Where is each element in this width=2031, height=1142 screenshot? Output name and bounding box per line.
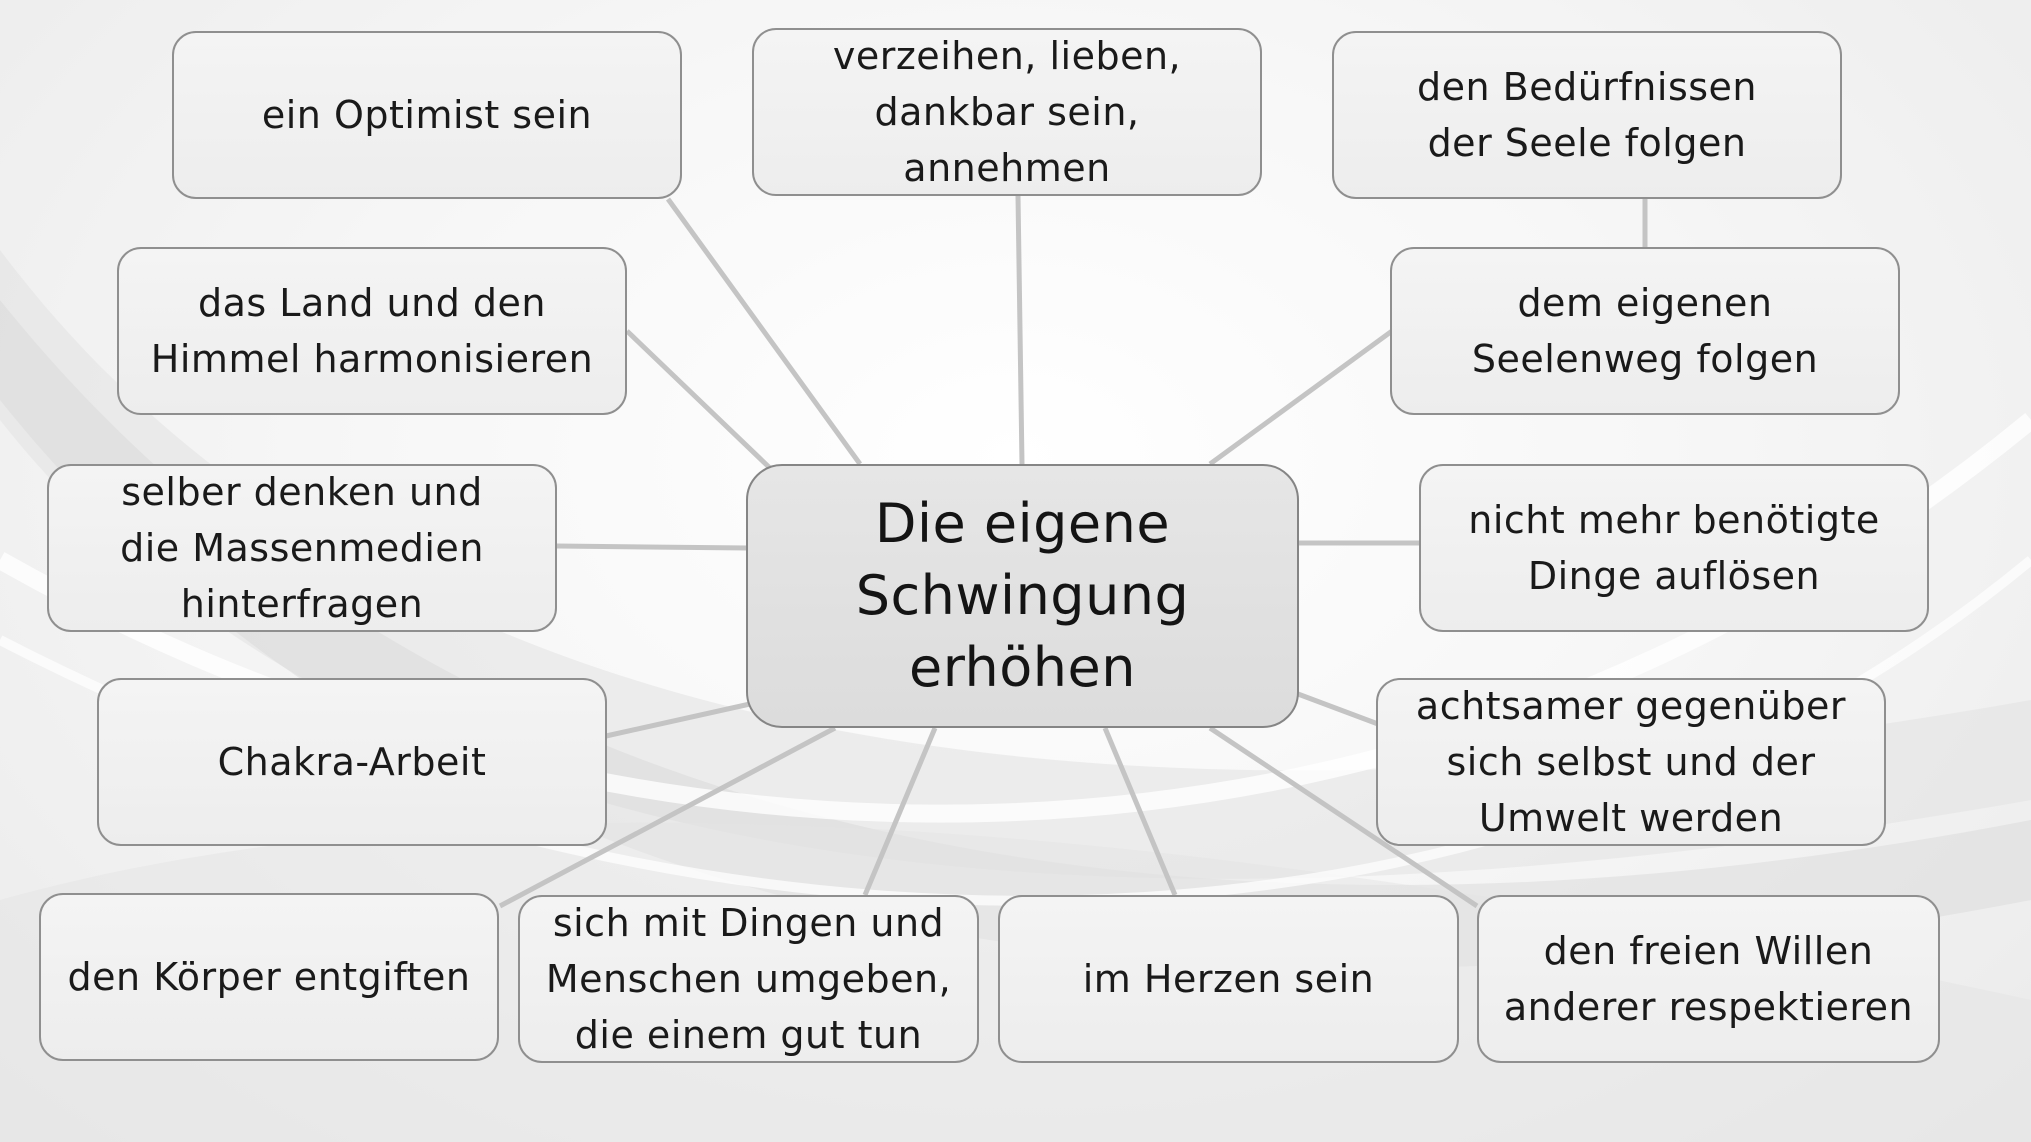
connector-chakra <box>605 701 751 739</box>
node-beduerfnisse: den Bedürfnissen der Seele folgen <box>1332 31 1842 199</box>
node-freier-wille: den freien Willen anderer respektieren <box>1477 895 1940 1063</box>
center-topic: Die eigene Schwingung erhöhen <box>746 464 1299 728</box>
connector-selber-denken <box>556 543 749 551</box>
node-koerper: den Körper entgiften <box>39 893 499 1061</box>
node-land-himmel: das Land und den Himmel harmonisieren <box>117 247 627 415</box>
node-chakra: Chakra-Arbeit <box>97 678 607 846</box>
connector-freier-wille <box>1208 725 1479 909</box>
node-optimist: ein Optimist sein <box>172 31 682 199</box>
connector-verzeihen <box>1015 195 1025 465</box>
connector-optimist <box>665 197 863 466</box>
node-umgeben: sich mit Dingen und Menschen umgeben, di… <box>518 895 979 1063</box>
connector-achtsamer <box>1297 691 1379 727</box>
node-selber-denken: selber denken und die Massenmedien hinte… <box>47 464 557 632</box>
connector-umgeben <box>862 727 938 896</box>
node-verzeihen: verzeihen, lieben, dankbar sein, annehme… <box>752 28 1262 196</box>
node-seelenweg: dem eigenen Seelenweg folgen <box>1390 247 1900 415</box>
connector-land-himmel <box>625 329 774 472</box>
node-dinge-aufloesen: nicht mehr benötigte Dinge auflösen <box>1419 464 1929 632</box>
node-achtsamer: achtsamer gegenüber sich selbst und der … <box>1376 678 1886 846</box>
node-herzen: im Herzen sein <box>998 895 1459 1063</box>
connector-herzen <box>1102 727 1178 896</box>
connector-seelenweg <box>1208 328 1394 467</box>
connector-koerper <box>498 725 837 909</box>
